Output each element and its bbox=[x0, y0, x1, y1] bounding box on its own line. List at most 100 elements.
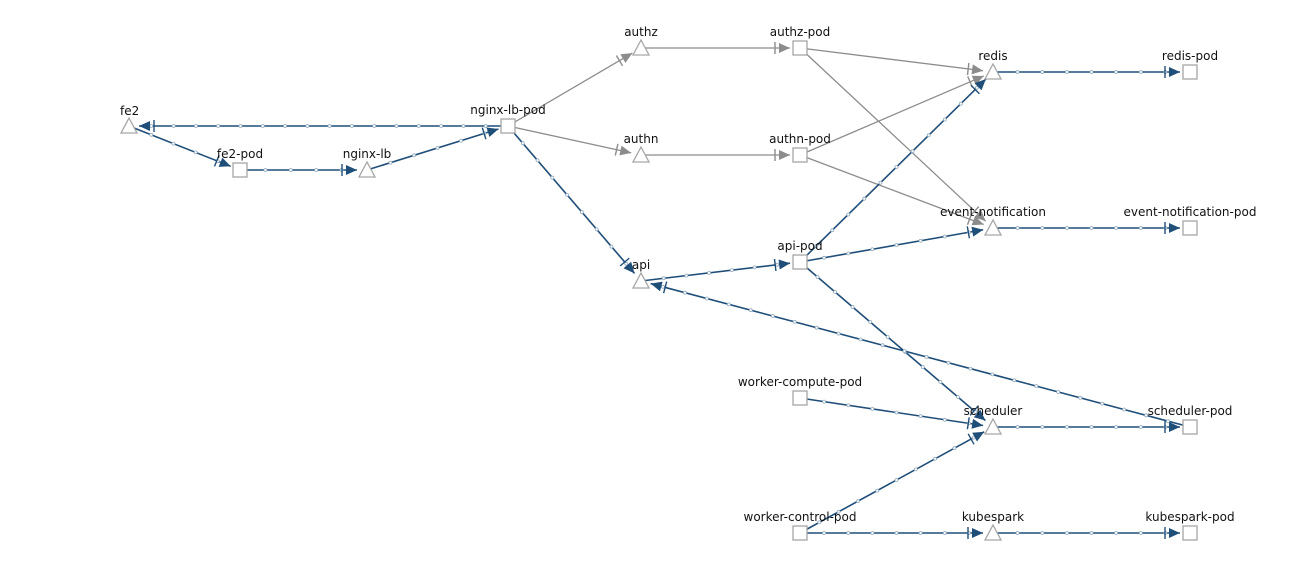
edge-line bbox=[507, 52, 633, 127]
node-scheduler-pod[interactable]: scheduler-pod bbox=[1148, 404, 1233, 435]
node-worker-control-pod[interactable]: worker-control-pod bbox=[744, 510, 857, 541]
edge-redis-to-redis-pod[interactable] bbox=[993, 66, 1180, 78]
node-event-notification[interactable]: event-notification bbox=[940, 205, 1046, 236]
traffic-particle bbox=[1114, 226, 1118, 230]
node-authn[interactable]: authn bbox=[624, 132, 659, 163]
traffic-particle bbox=[858, 337, 863, 342]
traffic-particle bbox=[875, 488, 880, 493]
node-kubespark[interactable]: kubespark bbox=[962, 510, 1024, 541]
edge-tick bbox=[966, 226, 971, 239]
edge-nginx-lb-to-nginx-lb-pod[interactable] bbox=[366, 127, 499, 171]
traffic-particle bbox=[171, 141, 176, 146]
arrowhead bbox=[778, 259, 791, 270]
pod-square-icon bbox=[1182, 525, 1198, 541]
node-redis[interactable]: redis bbox=[978, 49, 1008, 80]
edge-line bbox=[640, 262, 791, 282]
node-redis-pod[interactable]: redis-pod bbox=[1162, 49, 1218, 80]
edge-api-pod-to-scheduler[interactable] bbox=[799, 261, 986, 422]
node-fe2[interactable]: fe2 bbox=[119, 104, 139, 134]
edge-authz-pod-to-redis[interactable] bbox=[799, 47, 984, 75]
edge-api-pod-to-event-notification[interactable] bbox=[799, 226, 984, 263]
node-worker-compute-pod[interactable]: worker-compute-pod bbox=[738, 375, 862, 406]
edge-fe2-pod-to-nginx-lb[interactable] bbox=[240, 164, 357, 176]
edge-nginx-lb-pod-to-authz[interactable] bbox=[507, 52, 633, 127]
traffic-particle bbox=[910, 149, 915, 154]
traffic-particle bbox=[416, 124, 421, 128]
traffic-particle bbox=[870, 247, 875, 252]
edge-tick bbox=[619, 257, 630, 267]
node-label: event-notification-pod bbox=[1124, 205, 1257, 219]
service-triangle-icon bbox=[631, 145, 651, 163]
traffic-particle bbox=[868, 320, 873, 324]
edge-worker-control-pod-to-scheduler[interactable] bbox=[799, 431, 985, 534]
traffic-particle bbox=[748, 308, 753, 313]
node-nginx-lb-pod[interactable]: nginx-lb-pod bbox=[470, 103, 546, 134]
traffic-particle bbox=[968, 366, 973, 371]
traffic-particle bbox=[263, 168, 268, 172]
edge-nginx-lb-pod-to-fe2[interactable] bbox=[139, 120, 508, 132]
arrowhead bbox=[650, 281, 663, 292]
traffic-particle bbox=[894, 243, 899, 247]
traffic-particle bbox=[942, 117, 947, 122]
edge-authn-to-authn-pod[interactable] bbox=[641, 149, 790, 161]
traffic-particle bbox=[856, 499, 860, 504]
traffic-particle bbox=[973, 410, 978, 414]
traffic-particle bbox=[846, 403, 851, 408]
traffic-particle bbox=[1065, 425, 1069, 429]
edge-event-notification-to-event-notification-pod[interactable] bbox=[993, 222, 1180, 234]
edge-scheduler-pod-to-api[interactable] bbox=[650, 281, 1191, 428]
traffic-particle bbox=[1122, 407, 1126, 412]
traffic-particle bbox=[1040, 531, 1045, 535]
node-authn-pod[interactable]: authn-pod bbox=[769, 132, 831, 163]
traffic-particle bbox=[1089, 70, 1094, 74]
arrowhead bbox=[1169, 223, 1180, 233]
node-fe2-pod[interactable]: fe2-pod bbox=[217, 147, 263, 178]
edge-scheduler-to-scheduler-pod[interactable] bbox=[993, 421, 1180, 433]
edge-fe2-to-fe2-pod[interactable] bbox=[128, 125, 231, 168]
traffic-particle bbox=[846, 531, 851, 535]
node-label: fe2-pod bbox=[217, 147, 263, 161]
edge-kubespark-to-kubespark-pod[interactable] bbox=[993, 527, 1180, 539]
traffic-particle bbox=[705, 296, 709, 301]
edge-authn-pod-to-event-notification[interactable] bbox=[799, 154, 984, 226]
arrowhead bbox=[619, 145, 632, 156]
traffic-particle bbox=[1089, 425, 1094, 429]
edge-api-to-api-pod[interactable] bbox=[640, 258, 791, 282]
node-authz-pod[interactable]: authz-pod bbox=[770, 25, 830, 56]
node-api-pod[interactable]: api-pod bbox=[777, 239, 823, 270]
edge-worker-compute-pod-to-scheduler[interactable] bbox=[799, 397, 984, 430]
node-kubespark-pod[interactable]: kubespark-pod bbox=[1145, 510, 1235, 541]
node-label: authz-pod bbox=[770, 25, 830, 39]
edge-line bbox=[799, 154, 984, 226]
traffic-particle bbox=[822, 399, 826, 404]
edge-tick bbox=[773, 258, 777, 271]
traffic-particle bbox=[942, 234, 947, 239]
traffic-particle bbox=[924, 354, 929, 359]
node-authz[interactable]: authz bbox=[624, 25, 658, 56]
traffic-particle bbox=[862, 196, 867, 201]
traffic-particle bbox=[836, 331, 841, 336]
arrowhead bbox=[139, 121, 150, 131]
node-scheduler[interactable]: scheduler bbox=[964, 404, 1023, 435]
traffic-particle bbox=[609, 244, 614, 249]
edge-authz-to-authz-pod[interactable] bbox=[641, 42, 790, 54]
traffic-particle bbox=[683, 290, 687, 295]
traffic-particle bbox=[1138, 226, 1143, 230]
traffic-particle bbox=[394, 124, 399, 128]
node-label: redis-pod bbox=[1162, 49, 1218, 63]
arrowhead bbox=[620, 53, 633, 63]
traffic-particle bbox=[327, 124, 332, 128]
traffic-particle bbox=[726, 302, 731, 307]
service-triangle-icon bbox=[983, 218, 1003, 236]
node-event-notification-pod[interactable]: event-notification-pod bbox=[1124, 205, 1257, 236]
edge-api-pod-to-redis[interactable] bbox=[799, 78, 987, 263]
edge-nginx-lb-pod-to-authn[interactable] bbox=[507, 125, 632, 156]
traffic-particle bbox=[1114, 531, 1118, 535]
node-nginx-lb[interactable]: nginx-lb bbox=[343, 147, 392, 178]
traffic-particle bbox=[1056, 390, 1061, 394]
edge-worker-control-pod-to-kubespark[interactable] bbox=[800, 527, 983, 539]
node-api[interactable]: api bbox=[632, 258, 650, 289]
edge-nginx-lb-pod-to-api[interactable] bbox=[507, 125, 636, 274]
traffic-particle bbox=[314, 168, 319, 172]
traffic-particle bbox=[535, 158, 540, 163]
